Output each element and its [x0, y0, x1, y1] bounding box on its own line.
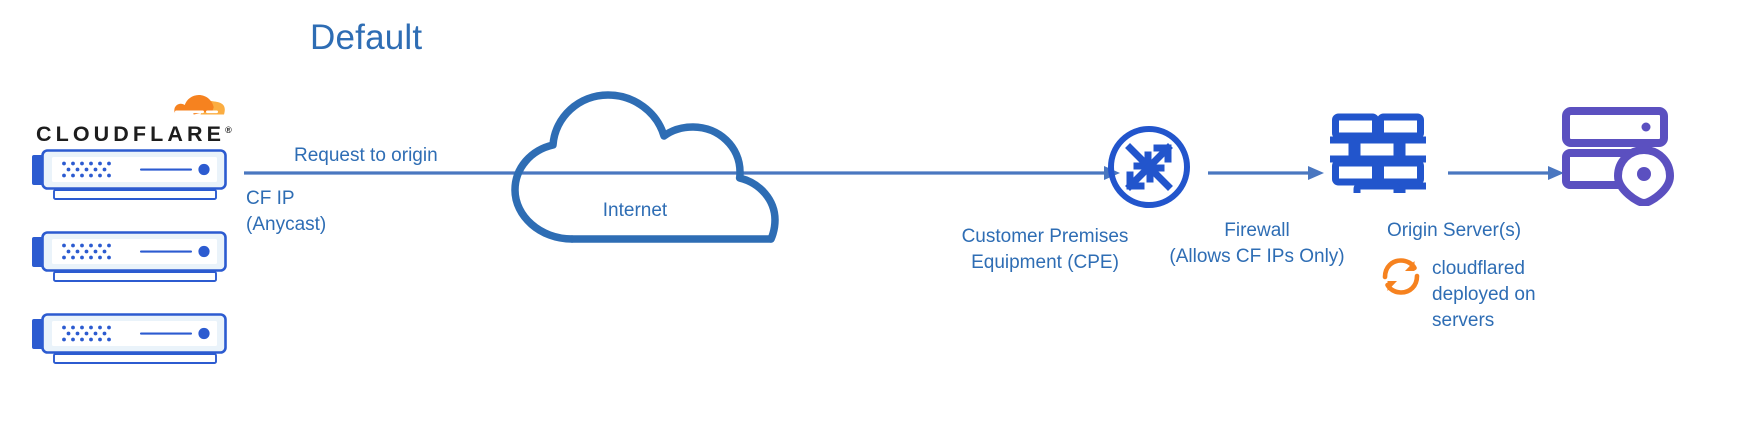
cloudflared-note-line-1: cloudflared	[1432, 258, 1525, 279]
cloudflare-wordmark-text: CLOUDFLARE	[36, 122, 226, 146]
internet-label: Internet	[602, 200, 668, 221]
cloudflared-note-line-2: deployed on	[1432, 284, 1536, 305]
arrow-firewall-to-origin	[1448, 158, 1566, 193]
server-unit	[32, 310, 236, 372]
caption-firewall: Firewall (Allows CF IPs Only)	[1158, 218, 1356, 270]
server-unit	[32, 228, 236, 290]
cloudflare-logo: CLOUDFLARE®	[36, 84, 232, 147]
caption-cpe: Customer Premises Equipment (CPE)	[950, 224, 1140, 276]
caption-firewall-line-2: (Allows CF IPs Only)	[1169, 246, 1345, 267]
cloudflared-note: cloudflared deployed on servers	[1432, 256, 1536, 334]
caption-origin: Origin Server(s)	[1378, 218, 1530, 244]
cloudflare-wordmark: CLOUDFLARE®	[36, 122, 232, 147]
cf-ip-line-1: CF IP	[246, 188, 295, 209]
server-unit	[32, 146, 236, 208]
page-title: Default	[310, 18, 423, 57]
cloudflared-note-line-3: servers	[1432, 310, 1495, 331]
caption-cpe-line-2: Equipment (CPE)	[971, 252, 1119, 273]
brick-wall-icon	[1308, 113, 1446, 209]
caption-cpe-line-1: Customer Premises	[961, 226, 1129, 247]
caption-origin-line-1: Origin Server(s)	[1386, 220, 1522, 241]
internet-cloud-icon	[500, 84, 790, 249]
router-circle-arrows-icon	[1104, 122, 1194, 217]
cloudflare-cloud-logo-icon	[132, 84, 232, 135]
trademark-symbol: ®	[225, 124, 232, 135]
server-location-pin-icon	[1562, 106, 1678, 211]
arrow-label-cf-ip: CF IP (Anycast)	[246, 186, 326, 238]
cf-ip-line-2: (Anycast)	[246, 214, 327, 235]
arrow-cpe-to-firewall	[1208, 158, 1326, 193]
arrow-label-request-to-origin: Request to origin	[294, 145, 438, 166]
caption-firewall-line-1: Firewall	[1224, 220, 1290, 241]
circular-arrows-refresh-icon	[1376, 252, 1426, 301]
